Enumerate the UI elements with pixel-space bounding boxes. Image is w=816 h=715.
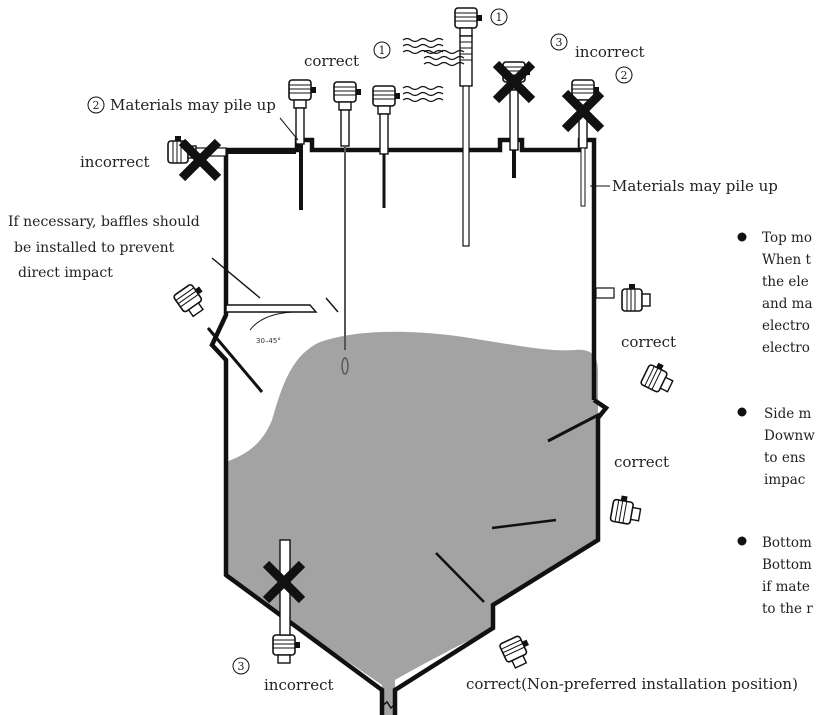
svg-text:1: 1 (379, 44, 386, 57)
note-3: Bottom Bottom if mate to the r (762, 535, 813, 617)
svg-text:Bottom: Bottom (762, 535, 812, 551)
probe-left-top-incorrect (167, 135, 296, 178)
svg-text:Side m: Side m (764, 406, 811, 422)
marker-3-top: 3 (550, 33, 568, 51)
marker-2-pile: 2 (87, 96, 105, 114)
svg-text:3: 3 (238, 660, 245, 673)
label-baffles-3: direct impact (18, 265, 113, 281)
outlet-break (381, 700, 396, 710)
label-incorrect-bottom: incorrect (264, 676, 334, 694)
tank-left-wall (209, 150, 385, 715)
svg-text:2: 2 (621, 69, 628, 82)
vibration-waves-1 (402, 37, 444, 55)
vibration-waves-2 (402, 85, 444, 103)
svg-text:to ens: to ens (764, 450, 806, 466)
note-bullet-2 (737, 407, 747, 417)
probe-bottom-incorrect (266, 539, 302, 664)
marker-1-correct: 1 (373, 41, 391, 59)
svg-text:Top mo: Top mo (762, 230, 812, 246)
probe-top-correct-3 (372, 85, 401, 208)
angle-label: 30–45° (256, 337, 281, 345)
probe-top-incorrect-edge (565, 79, 601, 207)
label-baffles-1: If necessary, baffles should (8, 214, 200, 230)
probe-top-correct-1 (288, 79, 317, 210)
label-correct-side-mid: correct (614, 453, 669, 471)
label-pile-up-right: Materials may pile up (612, 177, 778, 195)
probe-top-incorrect-nozzle (496, 62, 532, 178)
label-pile-up-left: Materials may pile up (110, 96, 276, 114)
svg-text:to the r: to the r (762, 601, 813, 617)
svg-text:electro: electro (762, 340, 810, 356)
label-correct-side-upper: correct (621, 333, 676, 351)
probe-right-lower (491, 493, 644, 530)
marker-1-top: 1 (490, 8, 508, 26)
svg-text:Bottom: Bottom (762, 557, 812, 573)
probe-left-angled (172, 280, 264, 393)
label-correct-bottom: correct(Non-preferred installation posit… (466, 675, 798, 693)
svg-text:and ma: and ma (762, 296, 813, 312)
tank-right-wall (392, 398, 610, 715)
svg-text:electro: electro (762, 318, 810, 334)
svg-text:2: 2 (93, 99, 100, 112)
svg-text:3: 3 (556, 36, 563, 49)
note-2: Side m Downw to ens impac (764, 406, 815, 488)
vibration-waves-3 (423, 49, 465, 67)
baffle (211, 257, 339, 331)
material-fill (226, 331, 598, 715)
svg-text:When t: When t (762, 252, 812, 268)
label-incorrect-left: incorrect (80, 153, 150, 171)
probe-right-angled (547, 358, 678, 443)
leader-pile-left (279, 117, 299, 141)
note-1: Top mo When t the ele and ma electro ele… (762, 230, 813, 356)
svg-text:Downw: Downw (764, 428, 815, 444)
svg-text:impac: impac (764, 472, 805, 488)
note-bullet-1 (737, 232, 747, 242)
svg-text:if mate: if mate (762, 579, 810, 595)
probe-bottom-correct (435, 552, 537, 671)
probe-top-long (454, 7, 483, 247)
probe-right-upper (595, 283, 651, 312)
label-baffles-2: be installed to prevent (14, 240, 175, 256)
label-incorrect-top-right: incorrect (575, 43, 645, 61)
svg-text:1: 1 (496, 11, 503, 24)
marker-2-top: 2 (615, 66, 633, 84)
marker-3-bottom: 3 (232, 657, 250, 675)
note-bullet-3 (737, 536, 747, 546)
label-correct-top: correct (304, 52, 359, 70)
svg-text:the ele: the ele (762, 274, 809, 290)
probe-top-correct-2 (333, 81, 362, 375)
